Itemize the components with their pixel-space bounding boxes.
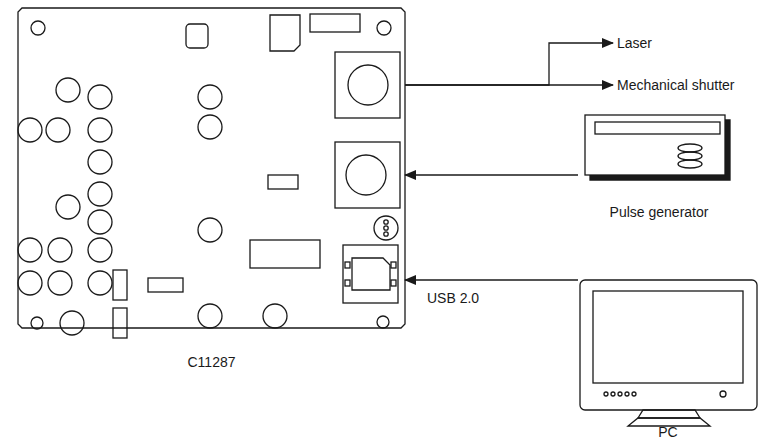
device-node: PC: [578, 276, 758, 440]
device-node: Pulse generator: [578, 112, 740, 220]
signal-arrow: [405, 43, 613, 85]
output-label: Mechanical shutter: [617, 77, 735, 93]
output-label-node: Mechanical shutter: [617, 77, 735, 93]
output-label-node: Laser: [617, 35, 652, 51]
output-label: Laser: [617, 35, 652, 51]
board-node: C11287: [18, 8, 405, 370]
device-label: C11287: [18, 354, 405, 370]
device-label: Pulse generator: [578, 204, 740, 220]
edge-label: USB 2.0: [425, 290, 481, 306]
device-label: PC: [578, 424, 758, 440]
signal-arrow: [405, 279, 578, 280]
signal-arrow: [405, 84, 613, 85]
signal-arrow: [405, 174, 578, 175]
